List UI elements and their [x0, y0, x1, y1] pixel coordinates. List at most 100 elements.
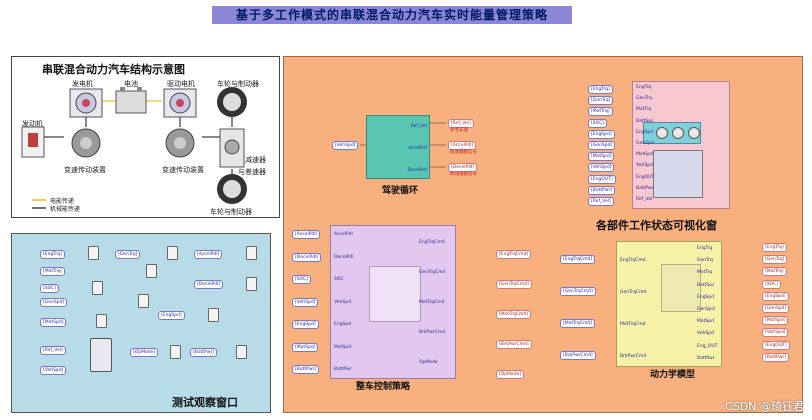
visual-in-tag[interactable]: [SOC] — [588, 118, 608, 128]
visual-in-tag[interactable]: [EngSpd] — [588, 129, 615, 139]
dynamics-caption: 动力学模型 — [650, 370, 696, 380]
tag-soc[interactable]: [SOC] — [40, 284, 60, 293]
tag-opmode[interactable]: [OpMode] — [130, 348, 159, 357]
control-in-tag[interactable]: [EngSpd] — [292, 320, 319, 329]
control-caption: 整车控制策略 — [356, 382, 411, 392]
watermark: CSDN @琦钰君 — [725, 400, 804, 413]
label-differential: 与差速器 — [238, 168, 266, 176]
tag-battpwr[interactable]: [BattPwr] — [190, 348, 218, 357]
driver-note-ref-vel: 参考车速 — [450, 128, 468, 133]
dynamics-out-port-label: Eng_OUT — [697, 343, 718, 349]
label-wheel-brake-bottom: 车轮与制动器 — [210, 208, 252, 216]
control-in-port-label: VehSpd — [334, 299, 351, 305]
control-in-tag[interactable]: [AccelPdl] — [292, 230, 321, 239]
visual-in-tag[interactable]: [MotTrq] — [588, 107, 613, 117]
scope-icon[interactable] — [246, 277, 257, 291]
dynamics-out-tag[interactable]: [MotTrq] — [762, 267, 787, 277]
control-out-tag[interactable]: [GenTrqCmd] — [496, 280, 532, 289]
scope-icon[interactable] — [146, 264, 157, 278]
dynamics-in-tag[interactable]: [GenTrqCmd] — [560, 287, 596, 296]
scope-icon[interactable] — [208, 308, 219, 322]
scope-icon[interactable] — [170, 345, 181, 359]
scope-icon[interactable] — [246, 246, 257, 260]
dynamics-out-port-label: GenTrq — [697, 258, 713, 264]
dynamics-in-port-label: EngTrqCmd — [620, 258, 646, 263]
dynamics-out-tag[interactable]: [VehSpd] — [762, 328, 789, 338]
control-out-tag[interactable]: [BrkPwrCmd] — [496, 340, 532, 349]
dynamics-out-tag[interactable]: [EngSpd] — [762, 291, 789, 301]
dynamics-out-tag[interactable]: [SOC] — [762, 279, 782, 289]
visual-in-tag[interactable]: [VehSpd] — [588, 163, 615, 173]
dynamics-out-port-label: EngSpd — [697, 294, 715, 300]
control-out-tag[interactable]: [MotTrqCmd] — [496, 310, 532, 319]
control-in-tag[interactable]: [VehSpd] — [292, 297, 319, 307]
label-wheel-brake: 车轮与制动器 — [217, 80, 259, 88]
visual-in-tag[interactable]: [MotSpd] — [588, 152, 615, 162]
dynamics-out-tag[interactable]: [GenSpd] — [762, 304, 790, 313]
dynamics-in-tag[interactable]: [MotTrqCmd] — [560, 319, 596, 328]
tag-genspd[interactable]: [GenSpd] — [40, 298, 68, 307]
visual-in-tag[interactable]: [GenTrq] — [588, 96, 614, 106]
control-out-tag[interactable]: [EngTrqCmd] — [496, 250, 532, 259]
visual-port-label: BattPwr — [636, 185, 654, 191]
tag-decelpdl[interactable]: [DecelPdl] — [194, 280, 224, 289]
dynamics-out-port-label: GenSpd — [697, 307, 715, 312]
dynamics-out-tag[interactable]: [BattPwr] — [762, 352, 790, 362]
control-out-port-label: BrkPwrCmd — [419, 330, 446, 335]
main-model-panel: [VehSpd] Ref_Vel AccelPdl DecelPdl [Ref_… — [283, 56, 803, 413]
scope-icon[interactable] — [236, 345, 247, 359]
driver-cycle-block[interactable]: Ref_Vel AccelPdl DecelPdl — [366, 115, 430, 179]
xy-graph-block[interactable] — [90, 338, 112, 372]
control-in-tag[interactable]: [SOC] — [292, 275, 312, 284]
tag-ref-vel[interactable]: [Ref_Vel] — [40, 346, 66, 355]
tag-motspd[interactable]: [MotSpd] — [40, 318, 67, 327]
tag-engtrq[interactable]: [EngTrq] — [40, 250, 65, 259]
driver-caption: 驾驶循环 — [382, 186, 419, 196]
visual-in-tag[interactable]: [BattPwr] — [588, 185, 616, 195]
driver-out-accelpdl[interactable]: [AccelPdl] — [448, 141, 477, 150]
gauge-icon — [688, 127, 700, 139]
control-in-tag[interactable]: [BattPwr] — [292, 365, 320, 374]
visual-in-tag[interactable]: [EngTrq] — [588, 85, 613, 94]
control-in-tag[interactable]: [DecelPdl] — [292, 252, 322, 262]
dynamics-out-tag[interactable]: [GenTrq] — [762, 255, 788, 265]
driver-out-decelpdl[interactable]: [DecelPdl] — [448, 163, 478, 172]
label-gearbox-right: 变速传动装置 — [162, 166, 204, 174]
gauge-panel — [643, 122, 701, 144]
control-in-tag[interactable]: [MotSpd] — [292, 342, 319, 352]
scope-icon[interactable] — [92, 281, 103, 295]
dynamics-out-tag[interactable]: [EngTrq] — [762, 243, 787, 252]
dynamics-in-tag[interactable]: [BrkPwrCmd] — [560, 351, 596, 360]
dynamics-in-tag[interactable]: [EngTrqCmd] — [560, 255, 596, 264]
dynamics-out-tag[interactable]: [EngOUT] — [762, 340, 790, 350]
tag-gentrq[interactable]: [GenTrq] — [115, 250, 141, 259]
visual-in-tag[interactable]: [Ref_Vel] — [588, 197, 614, 206]
driver-port-accelpdl: AccelPdl — [408, 146, 427, 151]
visual-in-tag[interactable]: [EngOUT] — [588, 174, 616, 184]
tag-accelpdl[interactable]: [AccelPdl] — [194, 250, 223, 259]
scope-icon[interactable] — [96, 314, 107, 328]
tag-mottrq[interactable]: [MotTrq] — [40, 267, 65, 276]
driver-in-vehspd[interactable]: [VehSpd] — [332, 141, 359, 150]
structure-drawing — [21, 87, 247, 209]
control-in-port-label: MotSpd — [334, 344, 351, 350]
dynamics-out-port-label: MotSpd — [697, 319, 714, 325]
visual-in-tag[interactable]: [GenSpd] — [588, 141, 616, 150]
driver-out-ref-vel[interactable]: [Ref_Vel] — [448, 119, 474, 128]
visual-port-label: EngTrq — [636, 85, 652, 90]
dynamics-inner-subsystem — [661, 264, 701, 312]
scope-icon[interactable] — [88, 246, 99, 260]
dynamics-out-tag[interactable]: [MotSpd] — [762, 316, 789, 326]
tag-vehspd[interactable]: [VehSpd] — [40, 366, 67, 375]
scope-icon[interactable] — [138, 294, 149, 308]
control-out-tag[interactable]: [OpMode] — [496, 370, 525, 379]
scope-icon[interactable] — [167, 246, 178, 260]
tag-engspd[interactable]: [EngSpd] — [158, 311, 185, 320]
dynamics-in-port-label: BrkPwrCmd — [620, 354, 647, 359]
page-title: 基于多工作模式的串联混合动力汽车实时能量管理策略 — [212, 6, 572, 24]
control-in-port-label: SOC — [334, 277, 344, 282]
dynamics-out-port-label: BattPwr — [697, 355, 715, 361]
